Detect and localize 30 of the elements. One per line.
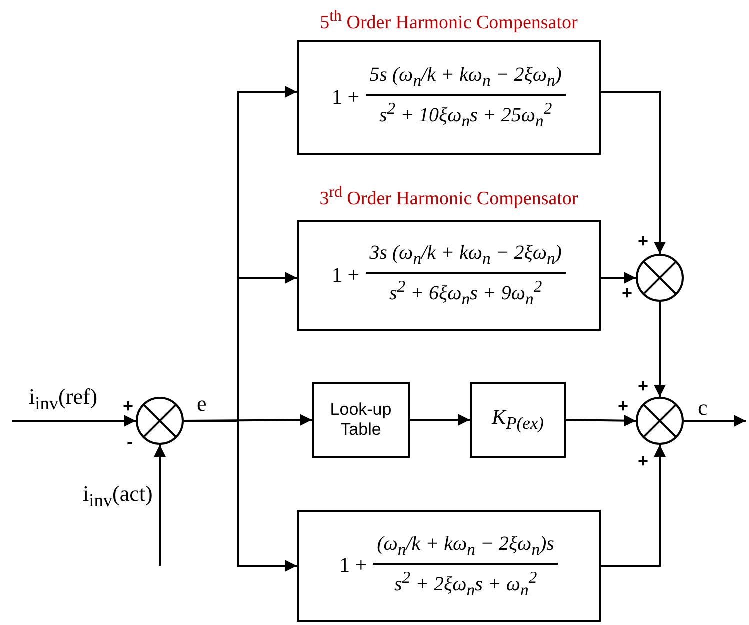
sign-label: -: [127, 433, 133, 451]
block-heading: 3$^{rd}$ Order Harmonic Compensator: [318, 184, 580, 210]
sign-label: +: [638, 232, 649, 250]
arrow: [154, 445, 166, 566]
arrow: [410, 414, 470, 426]
sign-label: +: [622, 284, 633, 302]
sign-label: +: [123, 397, 134, 415]
formula-term: 1 +: [332, 84, 360, 110]
formula-term: 1 +: [332, 262, 360, 288]
arrow: [566, 414, 636, 427]
sign-label: +: [638, 377, 649, 395]
formula-numerator: 5s (ω$_{n}$/k + kω$_{n}$ − 2ξω$_{n}$): [366, 63, 566, 96]
arrow: [12, 415, 136, 427]
sign-label: +: [638, 452, 649, 470]
formula-term: 1 +: [340, 553, 368, 579]
summing-junction: [636, 254, 684, 302]
arrow: [654, 302, 666, 397]
process-block: Look-up Table: [312, 382, 410, 458]
summing-junction: [136, 397, 184, 445]
summing-junction: [636, 397, 684, 445]
arrow: [601, 272, 636, 284]
sign-label: +: [618, 397, 629, 415]
arrow: [601, 445, 666, 567]
arrow: [184, 420, 297, 572]
formula-numerator: (ω$_{n}$/k + kω$_{n}$ − 2ξω$_{n}$)s: [373, 532, 558, 565]
formula-numerator: 3s (ω$_{n}$/k + kω$_{n}$ − 2ξω$_{n}$): [366, 241, 566, 274]
process-block: K$_{P(ex)}$: [470, 382, 566, 458]
arrow: [601, 91, 666, 254]
arrow: [684, 415, 746, 427]
block-heading: 5$^{th}$ Order Harmonic Compensator: [319, 8, 579, 34]
